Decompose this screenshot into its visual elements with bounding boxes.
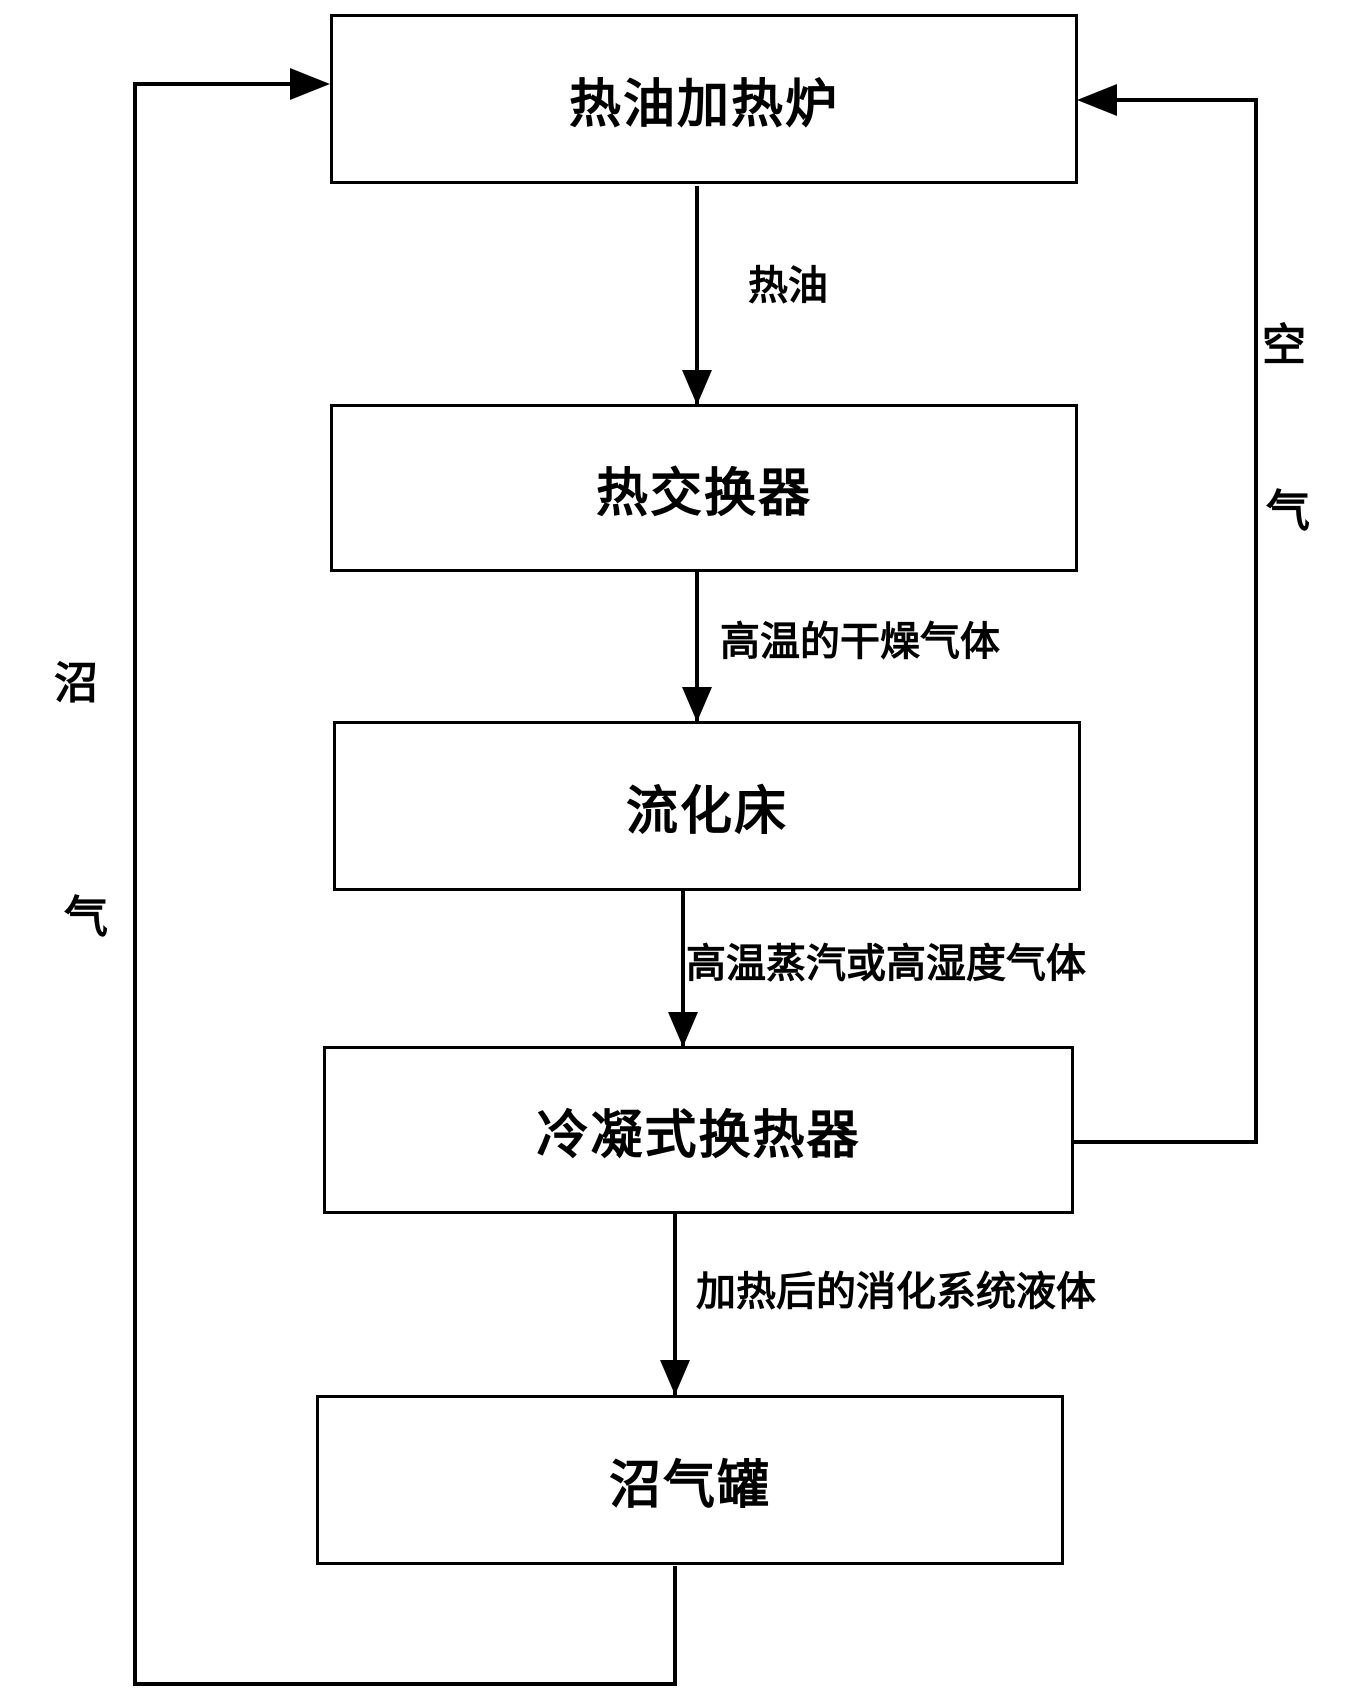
condensing-heat-exchanger-box: 冷凝式换热器 <box>323 1046 1074 1214</box>
air-loop-arrowhead <box>1077 84 1117 116</box>
biogas-tank-label: 沼气罐 <box>608 1455 771 1516</box>
liquid-arrowhead <box>660 1360 690 1395</box>
air-edge-label-char-1: 空 <box>1262 320 1306 371</box>
fluidized-bed-box: 流化床 <box>333 721 1081 891</box>
air-loop-line <box>1074 98 1258 1144</box>
biogas-loop-arrowhead <box>290 68 330 100</box>
biogas-edge-label-char-1: 沼 <box>54 658 98 709</box>
biogas-edge-label-char-2: 气 <box>64 892 108 943</box>
dry-gas-arrowhead <box>682 687 712 722</box>
heat-exchanger-label: 热交换器 <box>595 463 812 524</box>
air-edge-label-char-2: 气 <box>1266 486 1310 537</box>
steam-arrowhead <box>668 1012 698 1047</box>
hot-oil-furnace-box: 热油加热炉 <box>330 14 1078 184</box>
hot-oil-arrowhead <box>682 370 712 405</box>
hot-oil-edge-label: 热油 <box>748 263 828 309</box>
heat-exchanger-box: 热交换器 <box>330 404 1078 572</box>
dry-gas-edge-label: 高温的干燥气体 <box>720 619 1000 665</box>
fluidized-bed-label: 流化床 <box>625 781 788 842</box>
hot-oil-furnace-label: 热油加热炉 <box>568 74 839 135</box>
steam-edge-label: 高温蒸汽或高湿度气体 <box>686 941 1086 987</box>
condensing-heat-exchanger-label: 冷凝式换热器 <box>536 1105 861 1166</box>
biogas-loop-line <box>133 82 677 1686</box>
biogas-tank-box: 沼气罐 <box>316 1395 1064 1565</box>
liquid-edge-label: 加热后的消化系统液体 <box>696 1269 1096 1315</box>
